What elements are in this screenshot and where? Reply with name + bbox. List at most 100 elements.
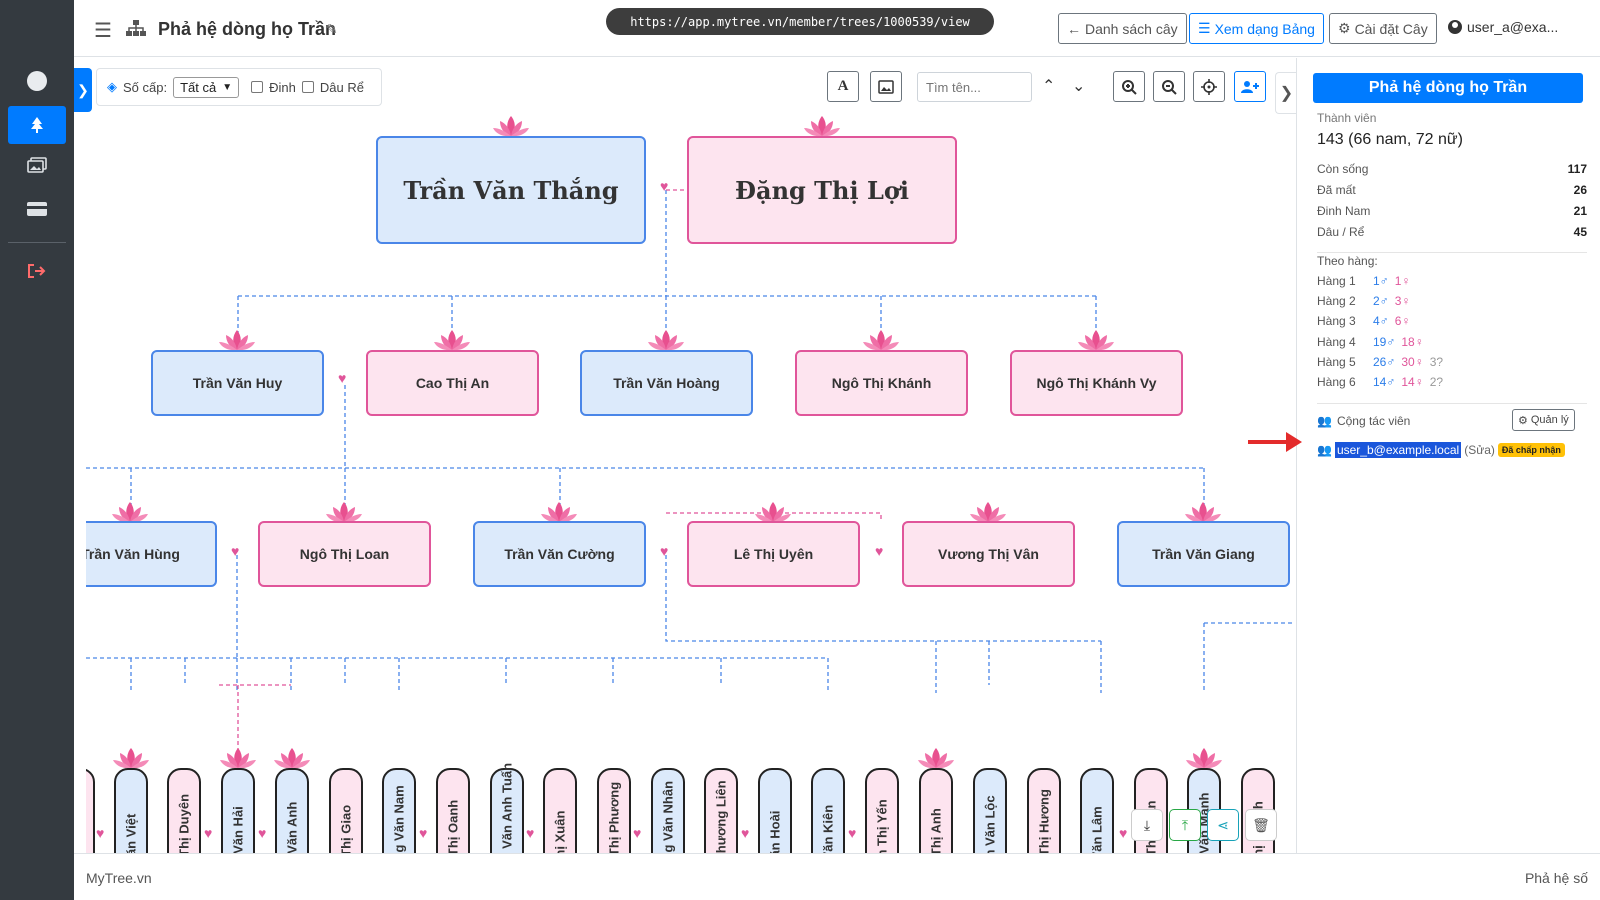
images-icon[interactable] <box>8 146 66 184</box>
add-member-button[interactable] <box>1234 71 1266 102</box>
female-member-node[interactable]: Cao Thị Duyên <box>167 768 201 853</box>
spouse-heart-icon: ♥ <box>660 543 669 559</box>
download-button[interactable]: ⤓ <box>1132 810 1162 840</box>
male-member-node[interactable]: Trần Văn Anh <box>275 768 309 853</box>
daure-checkbox-label: Dâu Rể <box>319 79 364 95</box>
female-member-node[interactable]: Ngô Thị Oanh <box>436 768 470 853</box>
search-prev-chevron-up-icon[interactable]: ⌃ <box>1042 78 1056 95</box>
rank-label: Hàng 2 <box>1317 294 1356 309</box>
male-member-node[interactable]: Trần Văn Huy <box>151 350 324 416</box>
rank-female: 3♀ <box>1394 294 1411 309</box>
text-size-button[interactable]: A <box>827 71 859 102</box>
user-plus-icon <box>1241 80 1259 93</box>
female-member-node[interactable]: Lê Thị Uyên <box>687 521 860 587</box>
tree-icon[interactable] <box>8 106 66 144</box>
female-member-node[interactable]: Ngô Thị Loan <box>258 521 431 587</box>
member-name: Bùi Văn Kiên <box>820 804 836 853</box>
logout-icon[interactable] <box>8 252 66 290</box>
member-name: Cao Thị An <box>415 375 490 391</box>
upload-button[interactable]: ⤒ <box>1170 810 1200 840</box>
male-member-node[interactable]: Hoàng Văn Nhân <box>651 768 685 853</box>
center-tree-button[interactable] <box>1193 71 1225 102</box>
browser-url-bar[interactable]: https://app.mytree.vn/member/trees/10005… <box>606 8 994 35</box>
image-toggle-button[interactable] <box>870 71 902 102</box>
left-panel-toggle-chevron-right-icon[interactable]: ❯ <box>74 68 92 112</box>
rank-male: 19♂ <box>1373 334 1396 349</box>
female-member-node[interactable]: Ngô Thị Phương <box>597 768 631 853</box>
female-member-node[interactable]: Vương Thị Vân <box>902 521 1075 587</box>
member-name: Cao Thị Duyên <box>176 793 192 853</box>
dashboard-icon[interactable] <box>8 62 66 100</box>
chevron-down-icon: ▼ <box>222 81 233 93</box>
footer-brand: MyTree.vn <box>86 870 152 886</box>
stat-label: Dâu / Rể <box>1317 225 1365 239</box>
member-name: Trần Văn Anh <box>284 801 300 853</box>
level-select[interactable]: Tất cả▼ <box>173 76 240 98</box>
male-member-node[interactable]: Trần Văn Thắng <box>376 136 646 244</box>
delete-button[interactable]: 🗑 <box>1246 810 1276 840</box>
search-name-input[interactable] <box>917 72 1032 102</box>
zoom-out-button[interactable] <box>1153 71 1185 102</box>
male-member-node[interactable]: Đặng Văn Anh Tuấn <box>490 763 524 853</box>
male-member-node[interactable]: Phạm Văn Lộc <box>973 768 1007 853</box>
collaborator-row: 👥 user_b@example.local (Sửa) Đã chấp nhậ… <box>1317 442 1565 458</box>
manage-collaborators-button[interactable]: ⚙Quản lý <box>1512 409 1575 431</box>
user-menu[interactable]: user_a@exa... <box>1448 19 1558 35</box>
manage-label: Quản lý <box>1530 414 1569 426</box>
male-member-node[interactable]: Tạ Văn Hoài <box>758 768 792 853</box>
search-next-chevron-down-icon[interactable]: ⌄ <box>1072 78 1086 95</box>
collaborators-header: 👥 Cộng tác viên <box>1317 414 1410 428</box>
member-name: Trần Văn Hùng <box>86 546 180 562</box>
zoom-in-button[interactable] <box>1113 71 1145 102</box>
male-member-node[interactable]: Trần Văn Hải <box>221 768 255 853</box>
dinh-checkbox[interactable] <box>251 81 264 93</box>
male-member-node[interactable]: Vũ Văn Việt <box>114 768 148 853</box>
lotus-icon <box>970 502 1006 523</box>
rank-label: Theo hàng: <box>1317 254 1378 268</box>
card-icon[interactable] <box>8 190 66 228</box>
female-member-node[interactable]: Cao Thị An <box>366 350 539 416</box>
female-member-node[interactable]: Ngô Thị Hương <box>1027 768 1061 853</box>
male-member-node[interactable]: Trần Văn Giang <box>1117 521 1290 587</box>
male-member-node[interactable]: Trần Văn Hùng <box>86 521 217 587</box>
left-sidebar <box>0 0 74 900</box>
member-name: Trần Văn Hoàng <box>613 375 720 391</box>
edit-title-icon[interactable]: ✎ <box>326 21 338 37</box>
stat-value: 45 <box>1573 225 1587 239</box>
panel-title: Phả hệ dòng họ Trần <box>1313 73 1583 103</box>
member-name: Ngô Thị Khánh <box>831 375 932 391</box>
hamburger-menu-icon[interactable]: ☰ <box>94 20 112 42</box>
female-member-node[interactable]: Cao Thị Giao <box>329 768 363 853</box>
tree-settings-button[interactable]: ⚙Cài đặt Cây <box>1329 13 1437 44</box>
female-member-node[interactable]: Đặng Thị Lợi <box>687 136 957 244</box>
spouse-heart-icon: ♥ <box>204 825 213 841</box>
right-panel-toggle-chevron-right-icon[interactable]: ❯ <box>1275 72 1297 114</box>
daure-checkbox[interactable] <box>301 81 314 93</box>
lotus-icon <box>220 748 256 769</box>
rank-label: Hàng 4 <box>1317 334 1356 349</box>
female-member-node[interactable]: Ngô Thị Khánh Vy <box>1010 350 1183 416</box>
share-button[interactable]: ⋖ <box>1208 810 1238 840</box>
female-member-node[interactable] <box>86 768 95 853</box>
male-member-node[interactable]: Trần Văn Hoàng <box>580 350 753 416</box>
tree-list-button[interactable]: ←Danh sách cây <box>1058 13 1187 44</box>
female-member-node[interactable]: Thị Phương Liên <box>704 768 738 853</box>
female-member-node[interactable]: Lưu Thị Anh <box>919 768 953 853</box>
member-name: Thị Phương Liên <box>713 780 729 853</box>
male-member-node[interactable]: Bùi Văn Kiên <box>811 768 845 853</box>
lotus-icon <box>112 502 148 523</box>
zoom-in-icon <box>1122 79 1137 95</box>
collaborator-email[interactable]: user_b@example.local <box>1334 442 1462 458</box>
member-name: Lê Thị Uyên <box>733 546 814 562</box>
female-member-node[interactable]: Phạm Thị Yến <box>865 768 899 853</box>
female-member-node[interactable]: Ngô Thị Khánh <box>795 350 968 416</box>
rank-female: 1♀ <box>1394 274 1411 288</box>
male-member-node[interactable]: Trần Văn Cường <box>473 521 646 587</box>
female-member-node[interactable]: Tô Thị Xuân <box>543 768 577 853</box>
lotus-icon <box>804 116 840 137</box>
male-member-node[interactable]: Bùi Văn Lâm <box>1080 768 1114 853</box>
male-member-node[interactable]: Hoàng Văn Nam <box>382 768 416 853</box>
table-view-button[interactable]: ☰Xem dạng Bảng <box>1189 13 1324 44</box>
